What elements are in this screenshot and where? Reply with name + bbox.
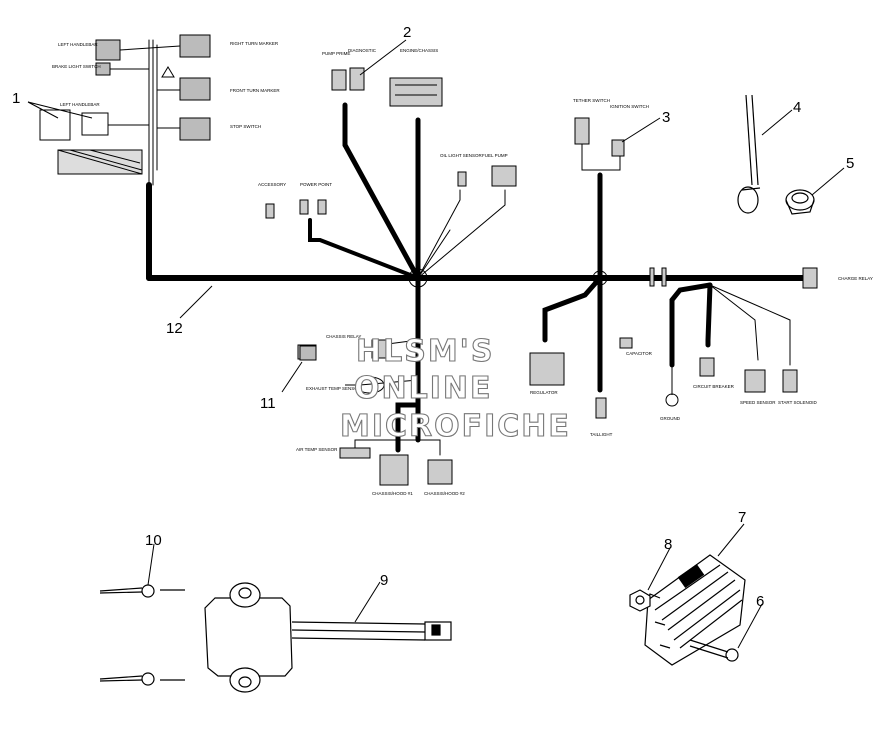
lower-components bbox=[297, 337, 798, 486]
main-harness bbox=[146, 39, 808, 456]
speed-sensor-label: SPEED SENSOR bbox=[740, 400, 776, 405]
oil-light-sensor-label: OIL LIGHT SENSOR bbox=[440, 153, 483, 158]
callout-5: 5 bbox=[846, 155, 854, 172]
callout-leaders bbox=[27, 39, 845, 649]
air-temp-sensor-label: AIR TEMP SENSOR bbox=[296, 447, 338, 452]
callout-3: 3 bbox=[662, 109, 670, 126]
callout-4: 4 bbox=[793, 99, 801, 116]
regulator-label: REGULATOR bbox=[530, 390, 558, 395]
ground-label: GROUND bbox=[660, 416, 681, 421]
taillight-label: TAILLIGHT bbox=[590, 432, 613, 437]
left-handlebar-cluster bbox=[39, 34, 211, 175]
callout-7: 7 bbox=[738, 509, 746, 526]
left-handlebar-top-label: LEFT HANDLEBAR bbox=[58, 42, 98, 47]
tether-switch-label: TETHER SWITCH bbox=[573, 98, 610, 103]
charge-relay-right-label: CHARGE RELAY bbox=[838, 276, 873, 281]
circuit-breaker-label: CIRCUIT BREAKER bbox=[693, 384, 735, 389]
fuel-pump-label: FUEL PUMP bbox=[482, 153, 508, 158]
chassis-hood-2-label: CHASSIS/HOOD #2 bbox=[424, 491, 465, 496]
watermark-line-2: ONLINE bbox=[354, 371, 493, 406]
chassis-hood-1-label: CHASSIS/HOOD #1 bbox=[372, 491, 413, 496]
front-turn-marker-label: FRONT TURN MARKER bbox=[230, 88, 280, 93]
callout-11: 11 bbox=[260, 395, 276, 412]
charge-relay-connector bbox=[649, 267, 818, 289]
accessory-label: ACCESSORY bbox=[258, 182, 286, 187]
module-box-part bbox=[160, 582, 452, 693]
stop-switch-label: STOP SWITCH bbox=[230, 124, 261, 129]
diagnostic-label: DIAGNOSTIC bbox=[348, 48, 377, 53]
relay-part bbox=[299, 345, 317, 361]
heat-sink-part bbox=[644, 554, 746, 666]
power-point-label: POWER POINT bbox=[300, 182, 332, 187]
clip-part bbox=[785, 189, 815, 215]
callout-8: 8 bbox=[664, 536, 672, 553]
callout-6: 6 bbox=[756, 593, 764, 610]
chassis-relay-label: CHASSIS RELAY bbox=[326, 334, 361, 339]
watermark-line-3: MICROFICHE bbox=[340, 409, 571, 444]
capacitor-label: CAPACITOR bbox=[626, 351, 653, 356]
start-solenoid-label: START SOLENOID bbox=[778, 400, 818, 405]
callout-10: 10 bbox=[145, 532, 162, 549]
watermark-line-1: HLSM'S bbox=[356, 334, 494, 369]
rivet-part bbox=[99, 584, 155, 686]
exhaust-temp-sensor-label: EXHAUST TEMP SENSOR bbox=[306, 386, 362, 391]
pump-prime-label: PUMP PRIME bbox=[322, 51, 350, 56]
engine-chassis-label: ENGINE/CHASSIS bbox=[400, 48, 438, 53]
right-turn-marker-label: RIGHT TURN MARKER bbox=[230, 41, 279, 46]
callout-12: 12 bbox=[166, 320, 183, 337]
brake-light-switch-label: BRAKE LIGHT SWITCH bbox=[52, 64, 101, 69]
callout-2: 2 bbox=[403, 24, 411, 41]
nut-part bbox=[629, 589, 651, 612]
cable-tie-part bbox=[737, 94, 761, 214]
callout-1: 1 bbox=[12, 90, 20, 107]
screw-part bbox=[689, 639, 739, 662]
callout-9: 9 bbox=[380, 572, 388, 589]
watermark: HLSM'S ONLINE MICROFICHE bbox=[339, 333, 571, 444]
upper-connectors bbox=[265, 67, 625, 219]
ignition-switch-label: IGNITION SWITCH bbox=[610, 104, 649, 109]
left-handlebar-label: LEFT HANDLEBAR bbox=[60, 102, 100, 107]
